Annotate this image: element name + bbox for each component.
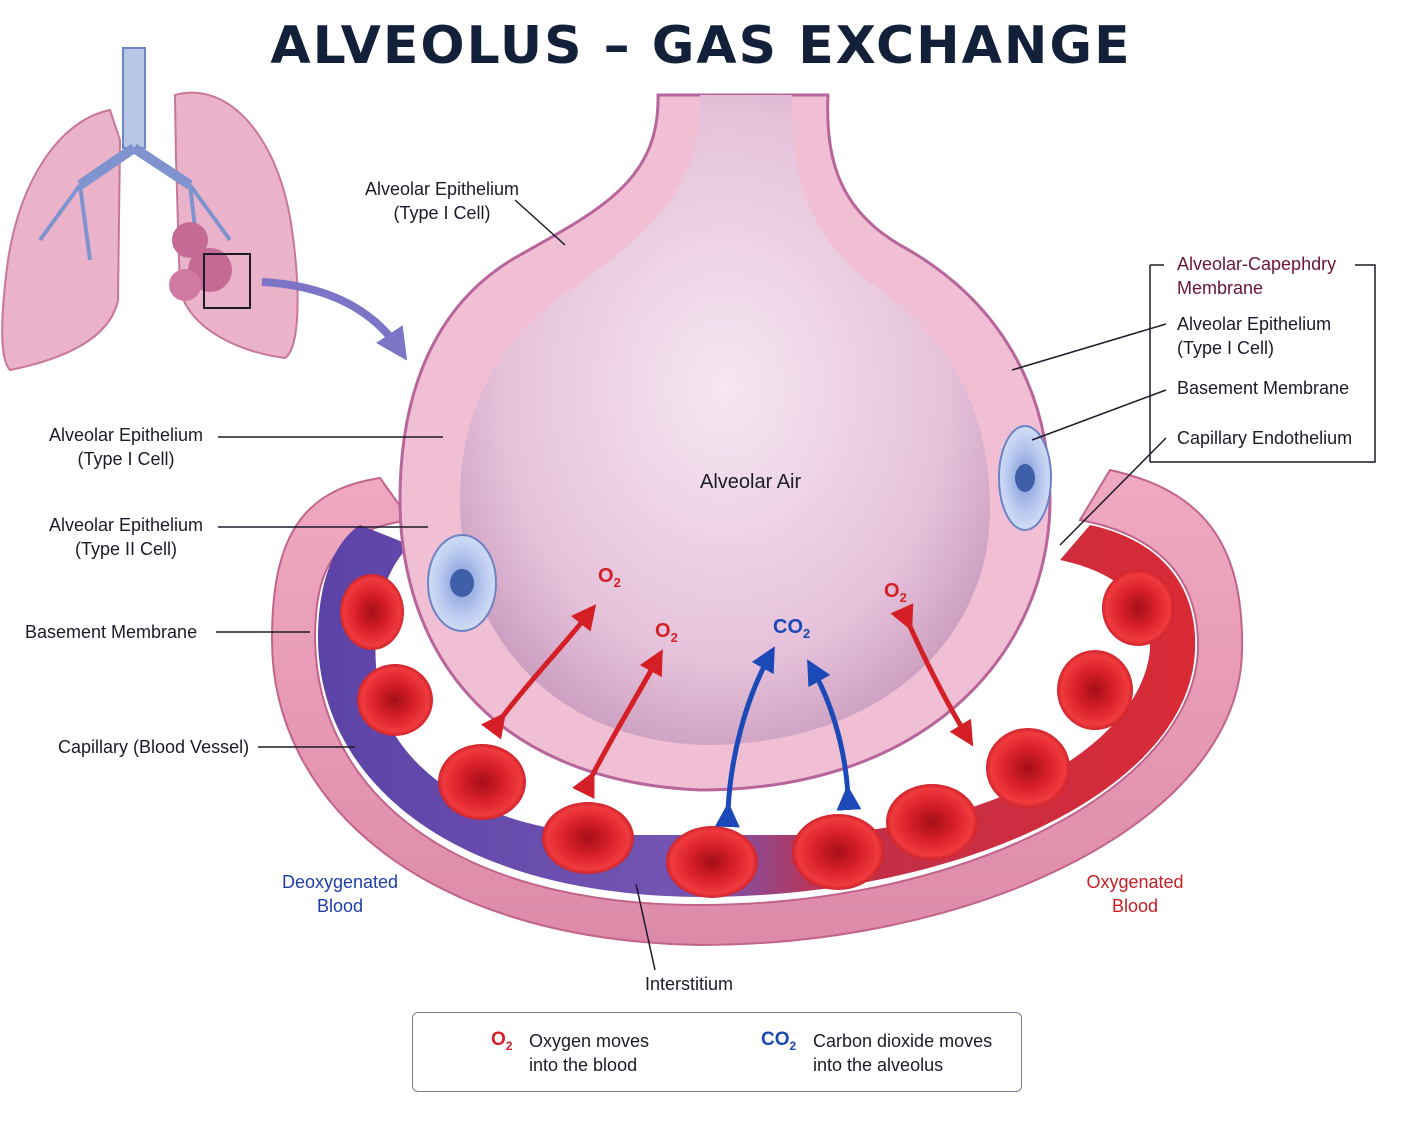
lungs-inset-icon — [1, 47, 408, 372]
rbc-icon — [886, 784, 978, 860]
red-blood-cells — [340, 570, 1174, 898]
o2-arrow — [890, 603, 974, 747]
capillary-label: Capillary (Blood Vessel) — [58, 737, 250, 757]
membrane-group-title: Alveolar-Capephdry Membrane — [1177, 254, 1337, 298]
capillary-outer-wall — [270, 468, 1244, 947]
nucleus-icon — [1015, 464, 1035, 492]
membrane-item-endothelium: Capillary Endothelium — [1177, 428, 1353, 448]
legend-o2-text: Oxygen moves into the blood — [529, 1031, 650, 1075]
co2-label: CO2 — [773, 616, 811, 641]
epithelium-left-type-ii-label: Alveolar Epithelium (Type II Cell) — [48, 515, 204, 559]
o2-arrow — [480, 604, 597, 740]
nucleus-icon — [450, 569, 474, 597]
rbc-icon — [438, 744, 526, 820]
membrane-item-basement: Basement Membrane — [1177, 378, 1350, 398]
o2-label-1: O2 — [598, 565, 621, 590]
legend-box: O2 Oxygen moves into the blood CO2 Carbo… — [412, 1012, 1022, 1092]
rbc-icon — [1057, 650, 1133, 730]
legend-o2-symbol: O2 — [491, 1029, 513, 1053]
epithelium-left-type-i-label: Alveolar Epithelium (Type I Cell) — [48, 425, 204, 469]
co2-arrow — [714, 646, 775, 828]
oxygenated-blood-label: Oxygenated Blood — [1086, 872, 1184, 916]
rbc-icon — [986, 728, 1070, 808]
deoxygenated-blood-label: Deoxygenated Blood — [281, 872, 399, 916]
rbc-icon — [542, 802, 634, 874]
rbc-icon — [666, 826, 758, 898]
rbc-icon — [1102, 570, 1174, 646]
legend-co2-symbol: CO2 — [761, 1029, 797, 1053]
rbc-icon — [357, 664, 433, 736]
epithelium-top-label: Alveolar Epithelium (Type I Cell) — [364, 179, 520, 223]
alveolar-air-space — [460, 95, 990, 745]
capillary-lumen — [318, 525, 1196, 897]
gas-exchange-arrows — [480, 603, 974, 828]
page-title: ALVEOLUS – GAS EXCHANGE — [270, 16, 1132, 76]
rbc-icon — [792, 814, 884, 890]
legend-co2-text: Carbon dioxide moves into the alveolus — [813, 1031, 993, 1075]
interstitium-label: Interstitium — [645, 974, 734, 994]
membrane-item-epithelium: Alveolar Epithelium (Type I Cell) — [1177, 314, 1332, 358]
o2-arrow — [572, 649, 663, 800]
basement-membrane-left-label: Basement Membrane — [25, 622, 198, 642]
o2-label-3: O2 — [884, 580, 907, 605]
co2-arrow — [807, 659, 862, 811]
leader-lines — [216, 199, 1376, 971]
rbc-icon — [340, 574, 404, 650]
alveolar-air-label: Alveolar Air — [700, 471, 802, 493]
o2-label-2: O2 — [655, 620, 678, 645]
